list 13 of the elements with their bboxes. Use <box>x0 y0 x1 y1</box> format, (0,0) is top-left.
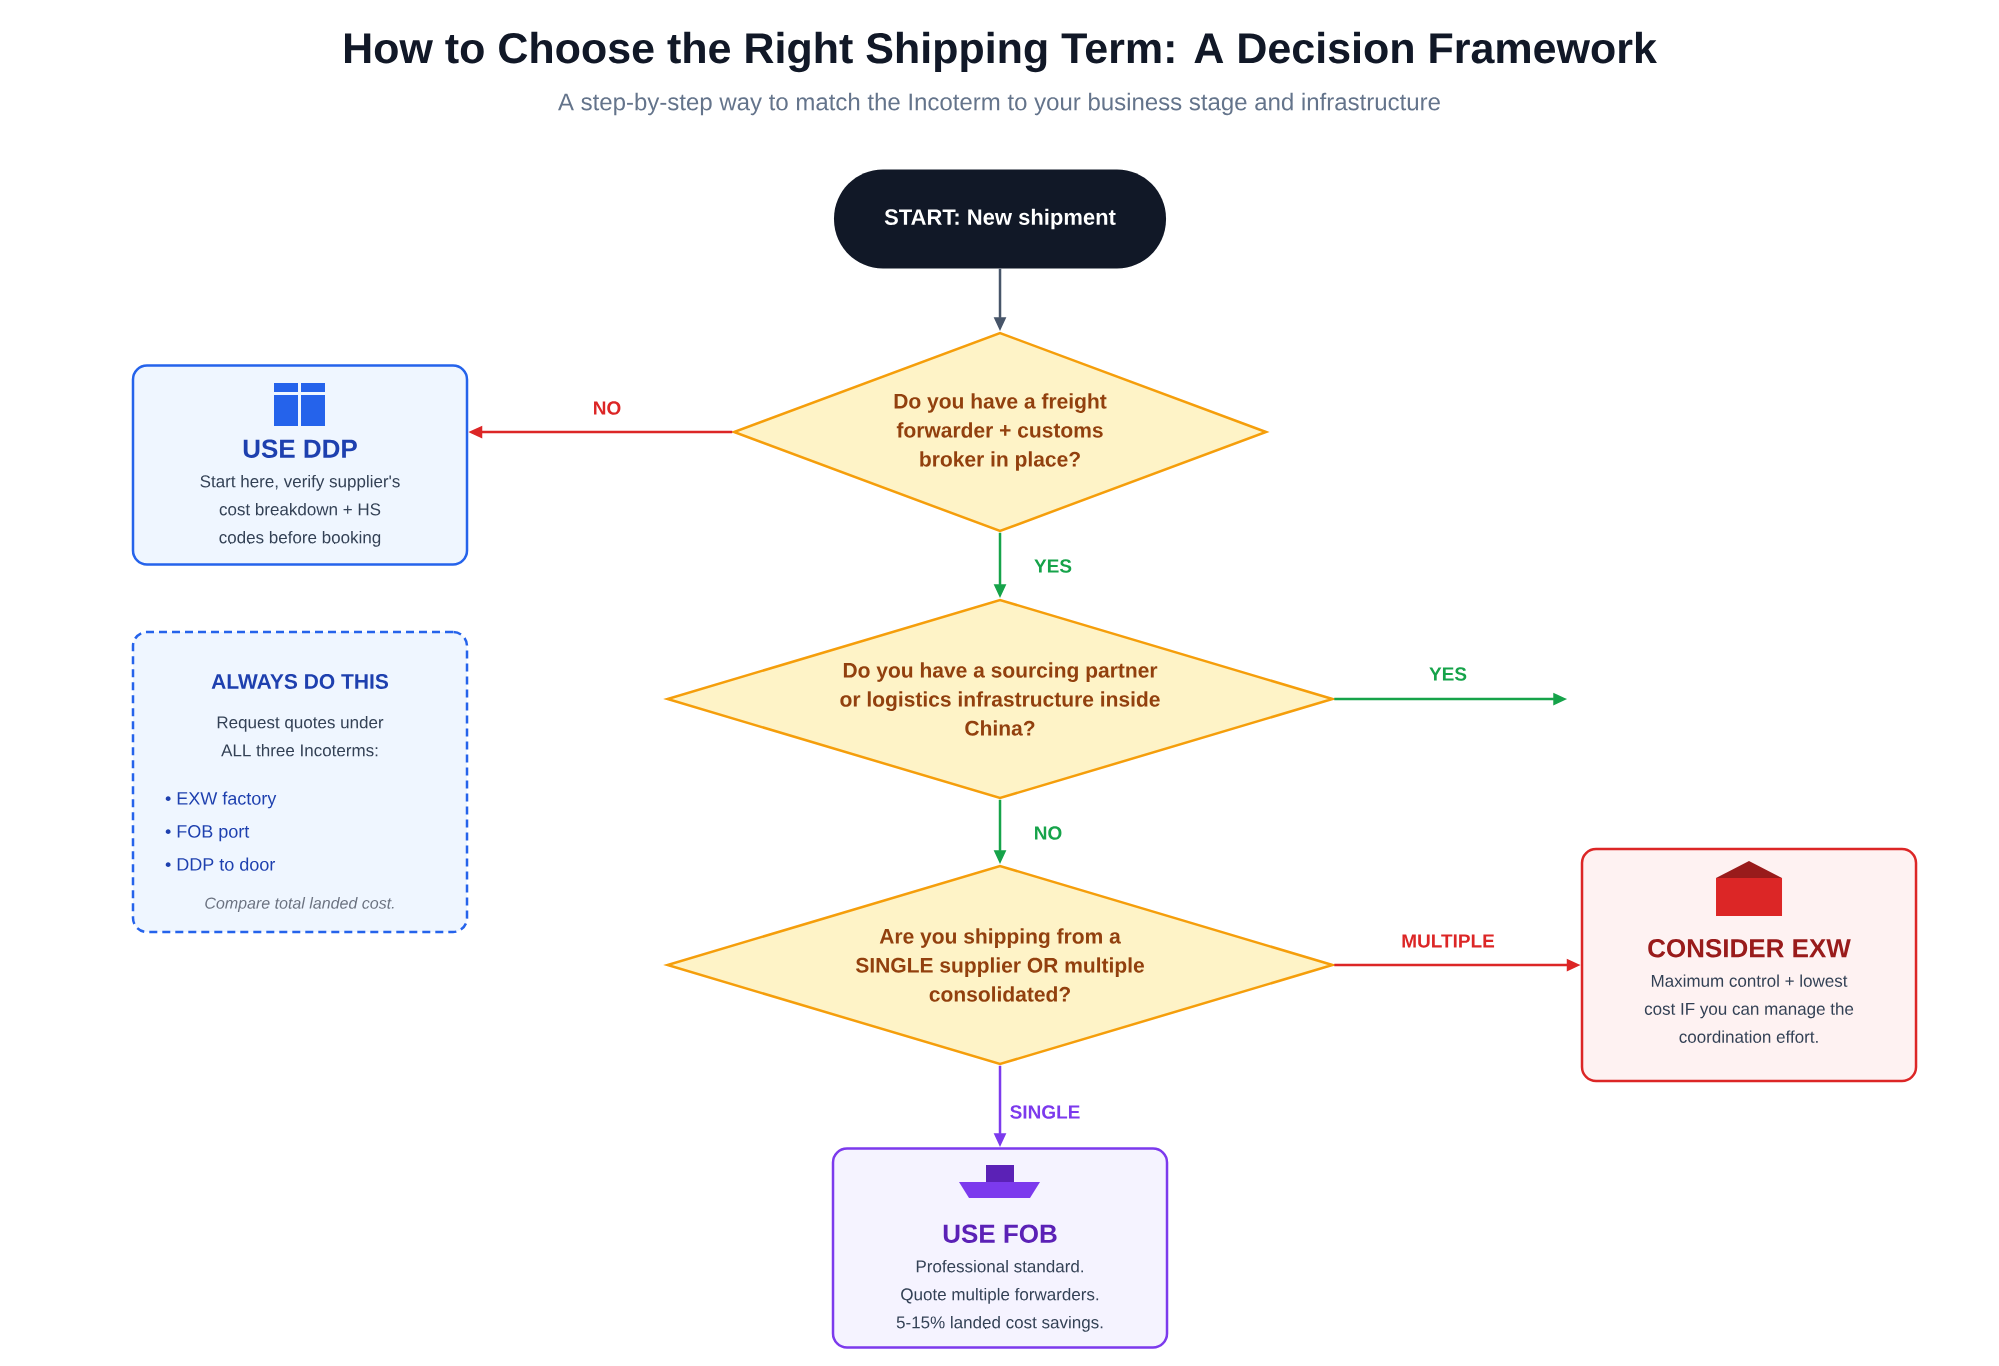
result-box: CONSIDER EXW Maximum control + lowest cost IF you can manage the coordination effort. <box>1580 847 1918 1083</box>
edge-label: NO <box>590 399 624 417</box>
result-box: USE FOB Professional standard. Quote multiple forwarders. 5-15% landed cost savings. <box>831 1147 1169 1349</box>
edge-label: MULTIPLE <box>1399 932 1497 950</box>
tip-box: ALWAYS DO THIS Request quotes under ALL three Incoterms: • EXW factory • FOB port • DDP to door Compare total landed cost. <box>131 630 469 934</box>
edge-label: YES <box>1427 665 1470 683</box>
edge-label: YES <box>1032 557 1074 575</box>
subtitle: A step-by-step way to match the Incoterm to your business stage and infrastructure <box>558 92 1440 116</box>
result-box: USE DDP Start here, verify supplier's cost breakdown + HS codes before booking <box>131 364 469 566</box>
title: How to Choose the Right Shipping Term: A Decision Framework <box>345 31 1657 73</box>
start-terminal: START: New shipment <box>834 169 1166 269</box>
edge-label: SINGLE <box>1007 1103 1083 1121</box>
edge-label: NO <box>1031 824 1065 842</box>
